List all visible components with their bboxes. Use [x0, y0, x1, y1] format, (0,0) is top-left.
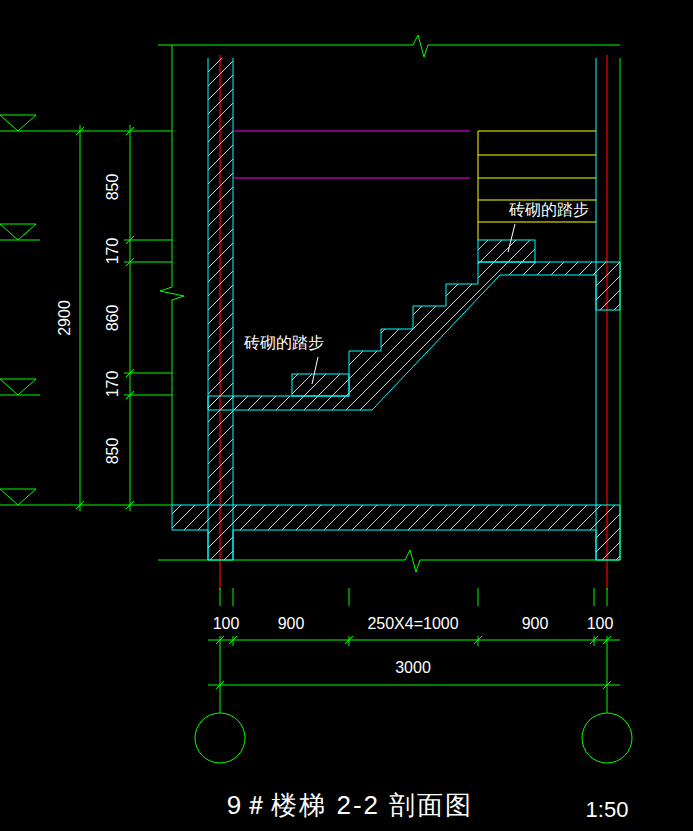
step-line [478, 200, 596, 201]
step-line [478, 155, 596, 156]
step-line [478, 178, 596, 179]
dimension-text: 850 [105, 174, 121, 201]
dimension-text: 2900 [57, 300, 73, 336]
callout-note: 砖砌的踏步 [244, 335, 324, 351]
scale-text: 1:50 [586, 799, 629, 821]
brick-step [478, 240, 535, 262]
leader-line [312, 357, 318, 384]
callout-note: 砖砌的踏步 [509, 202, 589, 218]
brick-step [292, 374, 349, 396]
step-line [478, 131, 479, 240]
step-line [478, 222, 596, 223]
dimension-text: 250X4=1000 [367, 616, 458, 632]
break-line [160, 45, 184, 505]
wall-line [208, 58, 209, 560]
floor-slab [172, 505, 620, 560]
floor-line [233, 178, 470, 179]
step-line [478, 131, 596, 132]
dimension-text: 850 [105, 438, 121, 465]
dimension-line [208, 588, 620, 713]
axis-bubble [195, 713, 245, 763]
dimension-text: 860 [105, 305, 121, 332]
dimension-text: 170 [105, 238, 121, 265]
dimension-text: 3000 [395, 660, 431, 676]
level-mark [0, 115, 172, 131]
level-mark [0, 379, 40, 395]
wall-hatch [208, 58, 233, 505]
level-mark [0, 489, 172, 505]
level-mark [0, 224, 40, 240]
wall-line [233, 58, 234, 560]
floor-line [233, 131, 470, 132]
dimension-line [76, 125, 172, 511]
axis-bubble [582, 713, 632, 763]
dimension-text: 100 [213, 616, 240, 632]
leader-line [508, 224, 515, 252]
dimension-text: 100 [587, 616, 614, 632]
drawing-title: 9＃楼梯 2-2 剖面图 [227, 792, 474, 818]
dimension-text: 900 [278, 616, 305, 632]
stair-slab [208, 262, 620, 410]
dimension-text: 170 [105, 371, 121, 398]
break-line [158, 35, 620, 57]
dimension-text: 900 [522, 616, 549, 632]
